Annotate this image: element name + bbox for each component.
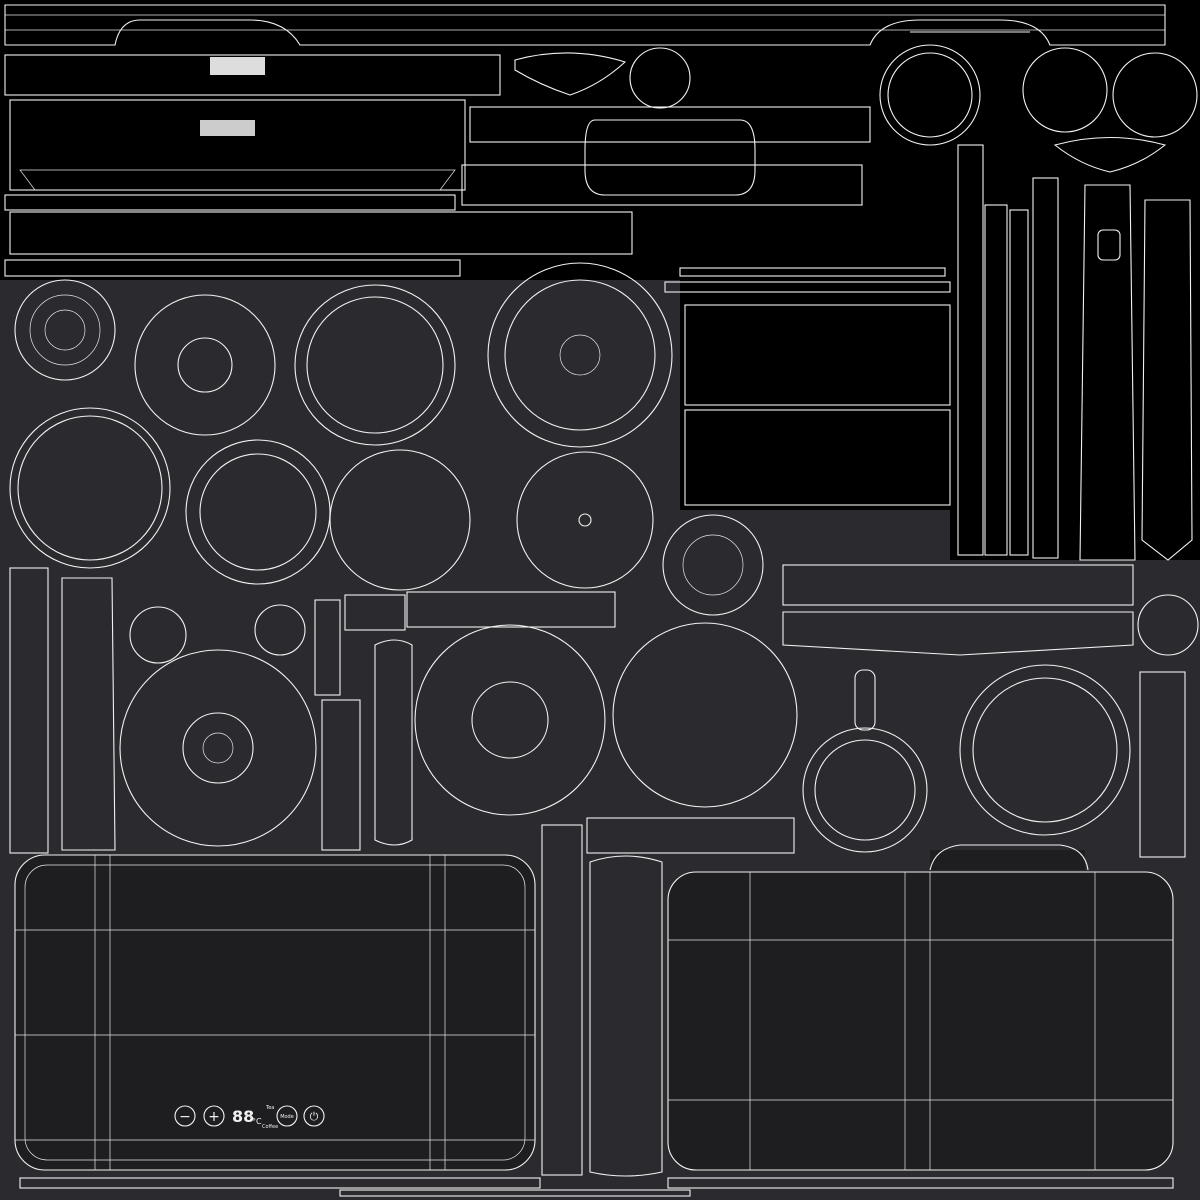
coffee-label: Coffee — [262, 1124, 278, 1130]
minus-button[interactable]: − — [174, 1105, 196, 1127]
tea-label: Tea — [265, 1105, 274, 1111]
grid-panel — [684, 304, 951, 506]
temperature-display: 88 — [232, 1107, 254, 1126]
svg-text:−: − — [179, 1109, 191, 1125]
middle-left-cluster — [9, 567, 616, 854]
right-middle-strips — [586, 564, 1199, 858]
grid-panel-black — [680, 280, 960, 510]
middle-circles — [414, 622, 1131, 853]
plus-button[interactable]: + — [203, 1105, 225, 1127]
right-column-black — [950, 140, 1200, 560]
power-icon: ⏻ — [310, 1110, 319, 1123]
bottom-center-strips — [541, 824, 663, 1177]
svg-text:+: + — [208, 1109, 220, 1125]
bottom-right-panel — [667, 844, 1174, 1171]
right-columns — [957, 144, 1193, 561]
top-small-shapes — [514, 44, 1198, 173]
top-strips — [4, 4, 1166, 293]
texture-dots-1 — [210, 57, 265, 75]
temperature-unit: °C — [252, 1117, 262, 1126]
power-button[interactable]: ⏻ — [303, 1105, 325, 1127]
circle-row-1 — [14, 262, 673, 448]
texture-dots-2 — [200, 120, 255, 136]
circle-row-2 — [9, 407, 764, 616]
svg-text:Mode: Mode — [280, 1114, 294, 1120]
bottom-left-panel — [14, 854, 536, 1171]
mode-button[interactable]: Mode — [276, 1105, 298, 1127]
control-panel: − + 88 °C Tea Coffee Mode ⏻ — [174, 1105, 325, 1130]
bottom-strips — [19, 1177, 1174, 1197]
